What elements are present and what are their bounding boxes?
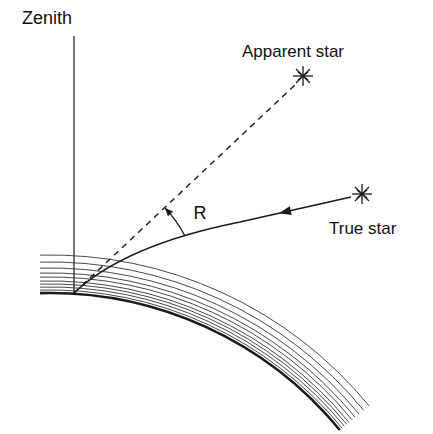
zenith-label: Zenith: [22, 8, 72, 29]
apparent-direction: [74, 84, 296, 293]
atmosphere-layer: [40, 262, 364, 410]
atmosphere-layer: [40, 281, 349, 422]
atmosphere-layer: [40, 284, 347, 424]
angle-arrowhead: [165, 208, 173, 216]
light-ray: [74, 197, 351, 293]
atmosphere-layer: [40, 277, 352, 420]
ray-arrowhead: [279, 206, 292, 215]
refraction-angle-arc: [165, 208, 185, 236]
atmosphere-layers: [40, 255, 369, 430]
angle-label: R: [194, 203, 207, 224]
zenith-line: [73, 36, 74, 293]
star-label: True star: [329, 219, 396, 239]
atmosphere-layer: [40, 268, 359, 414]
true-star-symbol: [352, 184, 372, 204]
star-label: Apparent star: [242, 42, 344, 62]
atmosphere-layer: [40, 290, 342, 428]
apparent-star-symbol: [293, 66, 313, 86]
earth-surface: [40, 293, 340, 430]
atmosphere-layer: [40, 287, 344, 426]
atmosphere-layer: [40, 255, 369, 406]
